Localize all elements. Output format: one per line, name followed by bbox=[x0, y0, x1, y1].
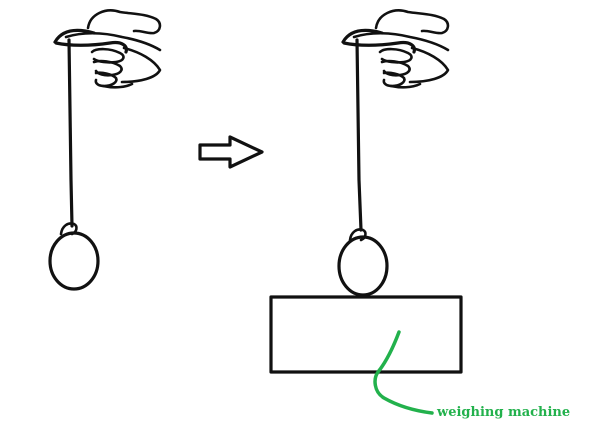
weighing-machine-annotation: weighing machine bbox=[373, 330, 570, 420]
right-pendulum-bob bbox=[337, 235, 389, 297]
left-panel bbox=[48, 9, 162, 291]
left-pendulum-bob bbox=[48, 231, 100, 291]
weighing-machine-box bbox=[269, 295, 463, 374]
annotation-leader-line bbox=[373, 330, 434, 415]
left-knot bbox=[59, 222, 78, 236]
right-arrow-icon bbox=[198, 135, 264, 169]
weighing-machine-label: weighing machine bbox=[436, 405, 570, 420]
left-string bbox=[67, 38, 74, 228]
right-string bbox=[355, 38, 363, 232]
right-panel bbox=[269, 9, 463, 374]
